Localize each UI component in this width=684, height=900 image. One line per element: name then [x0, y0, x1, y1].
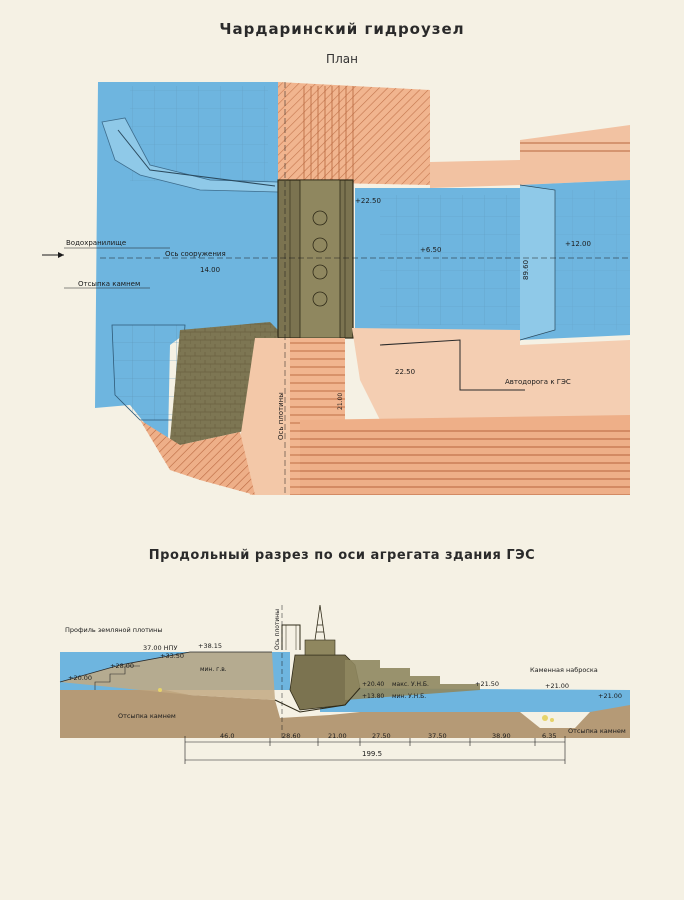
label-dam-pier: 21.00	[337, 393, 344, 410]
access-road	[379, 339, 525, 391]
label-reservoir: Водохранилище	[66, 239, 126, 247]
label-mark-1380: +13.80	[362, 693, 384, 700]
label-stone-fill-right: Отсыпка камнем	[568, 727, 626, 735]
section-apron	[345, 660, 480, 700]
label-mark-2800: +28.00	[110, 662, 134, 670]
label-mark-2250-road: 22.50	[395, 368, 415, 376]
label-mark-1200: +12.00	[565, 240, 591, 248]
label-stone-fill-section: Отсыпка камнем	[118, 712, 176, 720]
page-title: Чардаринский гидроузел	[219, 20, 465, 38]
section-ground	[60, 690, 630, 738]
section-title: Продольный разрез по оси агрегата здания…	[148, 548, 536, 563]
label-mark-650: +6.50	[420, 246, 441, 254]
label-min-level: мин. г.в.	[200, 666, 227, 673]
dim-total: 199.5	[362, 750, 382, 758]
label-mark-2150: +21.50	[475, 680, 499, 688]
dim-4: 27.50	[372, 732, 391, 740]
label-dam-axis: Ось плотины	[277, 392, 285, 440]
label-mark-2000: +20.00	[68, 674, 92, 682]
dim-7: 6.35	[542, 732, 556, 740]
dim-5: 37.50	[428, 732, 447, 740]
label-mark-1400: 14.00	[200, 266, 220, 274]
label-mark-2100b: +21.00	[598, 692, 622, 700]
label-mark-2100a: +21.00	[545, 682, 569, 690]
label-earth-dam-profile: Профиль земляной плотины	[65, 626, 163, 634]
label-section-dam-axis: Ось плотины	[274, 609, 281, 650]
label-max-unb: макс. У.Н.Б.	[392, 681, 429, 688]
left-lower-steps	[111, 324, 186, 421]
dim-3: 21.00	[328, 732, 347, 740]
label-mark-3815: +38.15	[198, 642, 222, 650]
lower-right-ground	[352, 328, 630, 420]
label-mark-3350: +33.50	[160, 652, 184, 660]
label-stone-fill: Отсыпка камнем	[78, 280, 140, 288]
dim-6: 38.90	[492, 732, 511, 740]
label-road: Автодорога к ГЭС	[505, 378, 571, 386]
dim-2: 28.60	[282, 732, 301, 740]
section-tower	[314, 604, 326, 641]
label-npu: 37.00 НПУ	[143, 644, 177, 652]
section-earth-dam	[60, 652, 275, 700]
label-mark-2040: +20.40	[362, 681, 384, 688]
label-min-unb: мин. У.Н.Б.	[392, 693, 426, 700]
label-structure-axis: Ось сооружения	[165, 250, 226, 258]
plan-title: План	[326, 52, 358, 66]
dim-1: 46.0	[220, 732, 234, 740]
label-rockfill: Каменная наброска	[530, 666, 598, 674]
label-mark-2250-top: +22.50	[355, 197, 381, 205]
label-mark-8960: 89.60	[522, 260, 530, 280]
